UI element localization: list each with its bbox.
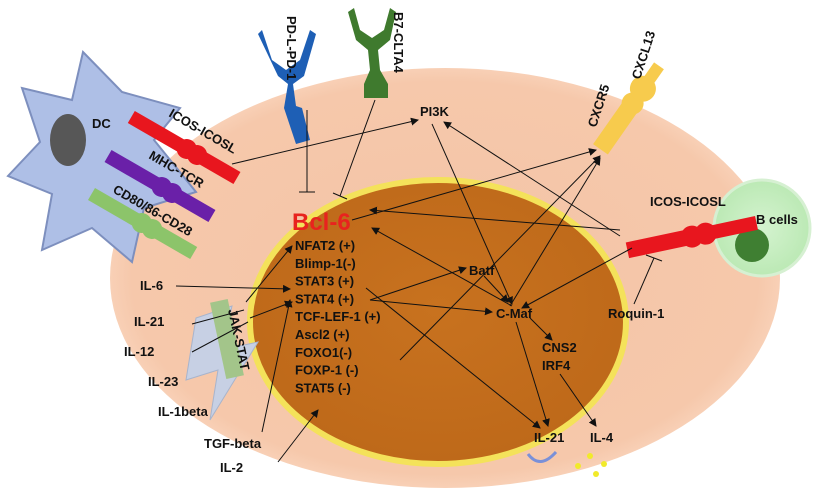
- factor-item: FOXP-1 (-): [295, 363, 359, 378]
- factor-item: FOXO1(-): [295, 345, 352, 360]
- il4-output-label: IL-4: [590, 430, 614, 445]
- cytokine-item: IL-6: [140, 278, 163, 293]
- cytokine-item: IL-23: [148, 374, 178, 389]
- pathway-arrows: [175, 99, 663, 463]
- factor-list: NFAT2 (+) Blimp-1(-) STAT3 (+) STAT4 (+) TCF…: [295, 238, 381, 395]
- cytokine-item: IL-21: [134, 314, 164, 329]
- b-cell-nucleus: [735, 228, 769, 262]
- icos-icosl-right-label: ICOS-ICOSL: [650, 194, 726, 209]
- pd-l-pd-1-label: PD-L-PD-1: [284, 16, 299, 80]
- cytokine-item: TGF-beta: [204, 436, 262, 451]
- cd80-cd28-receptor: [88, 187, 198, 260]
- batf-label: Batf: [469, 263, 495, 278]
- il4-droplet-icon: [587, 453, 593, 459]
- icos-icosl-left-receptor: [127, 110, 241, 185]
- factor-item: TCF-LEF-1 (+): [295, 309, 381, 324]
- factor-item: STAT4 (+): [295, 291, 354, 306]
- cns2-label: CNS2: [542, 340, 577, 355]
- icos-icosl-right-receptor: [625, 216, 758, 259]
- cytokine-item: IL-12: [124, 344, 154, 359]
- il21-output-label: IL-21: [534, 430, 564, 445]
- dc-label: DC: [92, 116, 111, 131]
- irf4-label: IRF4: [542, 358, 571, 373]
- cytokine-item: IL-1beta: [158, 404, 209, 419]
- dc-nucleus: [50, 114, 86, 166]
- factor-item: Ascl2 (+): [295, 327, 350, 342]
- il21-secreted-icon: [526, 450, 558, 463]
- il4-droplet-icon: [593, 471, 599, 477]
- b7-cltaa4-receptor: [348, 8, 396, 98]
- factor-item: NFAT2 (+): [295, 238, 355, 253]
- pi3k-label: PI3K: [420, 104, 450, 119]
- factor-item: STAT5 (-): [295, 380, 351, 395]
- cmaf-label: C-Maf: [496, 306, 533, 321]
- il4-droplet-icon: [575, 463, 581, 469]
- cxcr5-cxcl13-receptor: [593, 62, 664, 155]
- b-cells-label: B cells: [756, 212, 798, 227]
- factor-item: STAT3 (+): [295, 274, 354, 289]
- b-cell: B cells: [712, 178, 812, 278]
- il4-droplet-icon: [601, 461, 607, 467]
- roquin-label: Roquin-1: [608, 306, 664, 321]
- cytokine-item: IL-2: [220, 460, 243, 475]
- nucleus: [247, 177, 629, 467]
- factor-item: Blimp-1(-): [295, 256, 356, 271]
- pd-l-pd-1-receptor: [258, 30, 316, 144]
- bcl6-label: Bcl-6: [292, 209, 351, 236]
- b7-cltaa4-label: B7-CLTA4: [391, 12, 406, 74]
- mhc-tcr-receptor: [104, 149, 216, 223]
- dendritic-cell: DC: [6, 49, 198, 264]
